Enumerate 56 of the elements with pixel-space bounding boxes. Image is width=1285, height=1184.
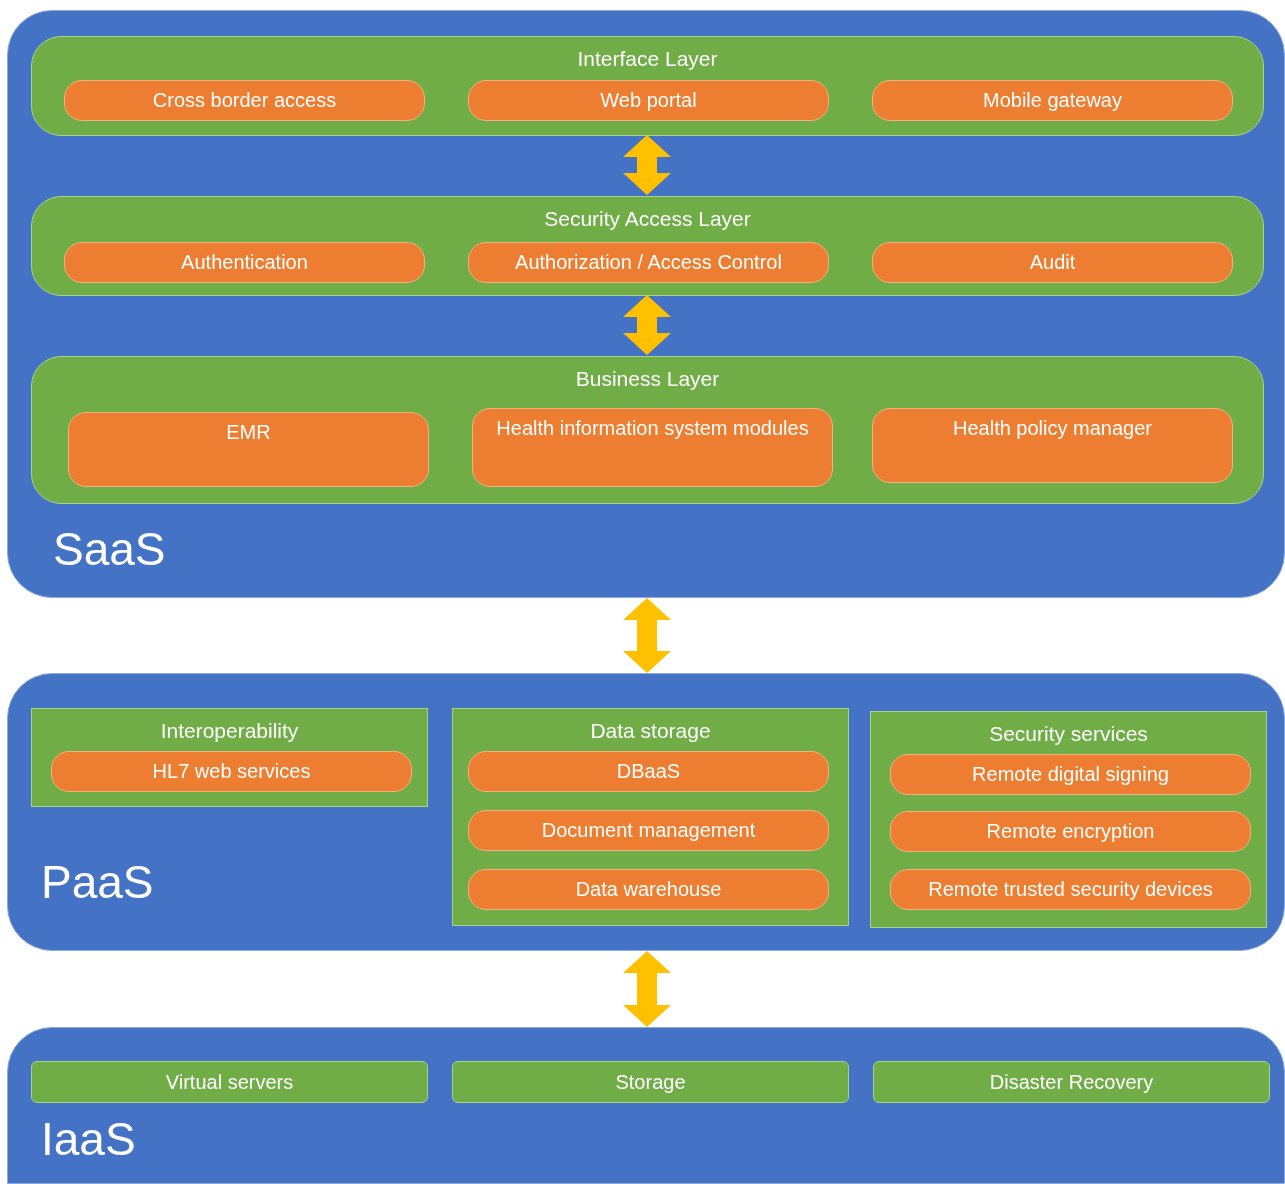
- component-label: Authentication: [180, 250, 309, 275]
- component-pill: [872, 80, 1233, 121]
- component-label: EMR: [225, 420, 272, 445]
- component-label: Authorization / Access Control: [514, 250, 783, 275]
- component-pill: [890, 811, 1251, 852]
- service-layer-panel: [7, 1027, 1285, 1184]
- component-pill: [68, 412, 429, 487]
- infrastructure-bar: [31, 1061, 428, 1103]
- component-pill: [64, 80, 425, 121]
- component-pill: [64, 242, 425, 283]
- group-heading: Security Access Layer: [543, 206, 752, 232]
- component-label: Remote encryption: [985, 819, 1156, 844]
- group-heading: Data storage: [589, 718, 712, 744]
- component-pill: [468, 810, 829, 851]
- service-layer-panel: [7, 10, 1285, 598]
- group-heading: Interoperability: [159, 718, 300, 744]
- service-layer-panel: [7, 673, 1285, 951]
- component-label: Disaster Recovery: [988, 1069, 1155, 1095]
- service-group: [452, 708, 849, 926]
- component-label: Mobile gateway: [982, 88, 1123, 113]
- component-pill: [872, 408, 1233, 483]
- component-label: Data warehouse: [574, 877, 723, 902]
- component-pill: [872, 242, 1233, 283]
- component-pill: [890, 869, 1251, 910]
- component-label: Health information system modules: [495, 416, 810, 441]
- component-label: Cross border access: [151, 88, 338, 113]
- component-label: Audit: [1028, 250, 1077, 275]
- component-pill: [890, 754, 1251, 795]
- component-label: HL7 web services: [151, 759, 312, 784]
- component-label: Storage: [614, 1069, 687, 1095]
- group-heading: Interface Layer: [576, 46, 719, 72]
- layer-container: [31, 356, 1264, 504]
- component-pill: [472, 408, 833, 487]
- component-label: Document management: [540, 818, 757, 843]
- component-pill: [468, 751, 829, 792]
- component-pill: [468, 869, 829, 910]
- infrastructure-bar: [873, 1061, 1270, 1103]
- component-label: Health policy manager: [952, 416, 1153, 441]
- layer-title: IaaS: [41, 1116, 136, 1162]
- component-label: Web portal: [599, 88, 698, 113]
- component-label: Remote digital signing: [971, 762, 1170, 787]
- component-label: Virtual servers: [164, 1069, 295, 1095]
- layer-title: PaaS: [41, 859, 154, 905]
- component-label: DBaaS: [615, 759, 682, 784]
- component-pill: [468, 242, 829, 283]
- component-label: Remote trusted security devices: [927, 877, 1214, 902]
- component-pill: [468, 80, 829, 121]
- service-group: [31, 708, 428, 807]
- layer-title: SaaS: [53, 526, 166, 572]
- component-pill: [51, 751, 412, 792]
- infrastructure-bar: [452, 1061, 849, 1103]
- group-heading: Security services: [988, 721, 1149, 747]
- layer-container: [31, 196, 1264, 296]
- service-group: [870, 711, 1267, 928]
- group-heading: Business Layer: [574, 366, 721, 392]
- layer-container: [31, 36, 1264, 136]
